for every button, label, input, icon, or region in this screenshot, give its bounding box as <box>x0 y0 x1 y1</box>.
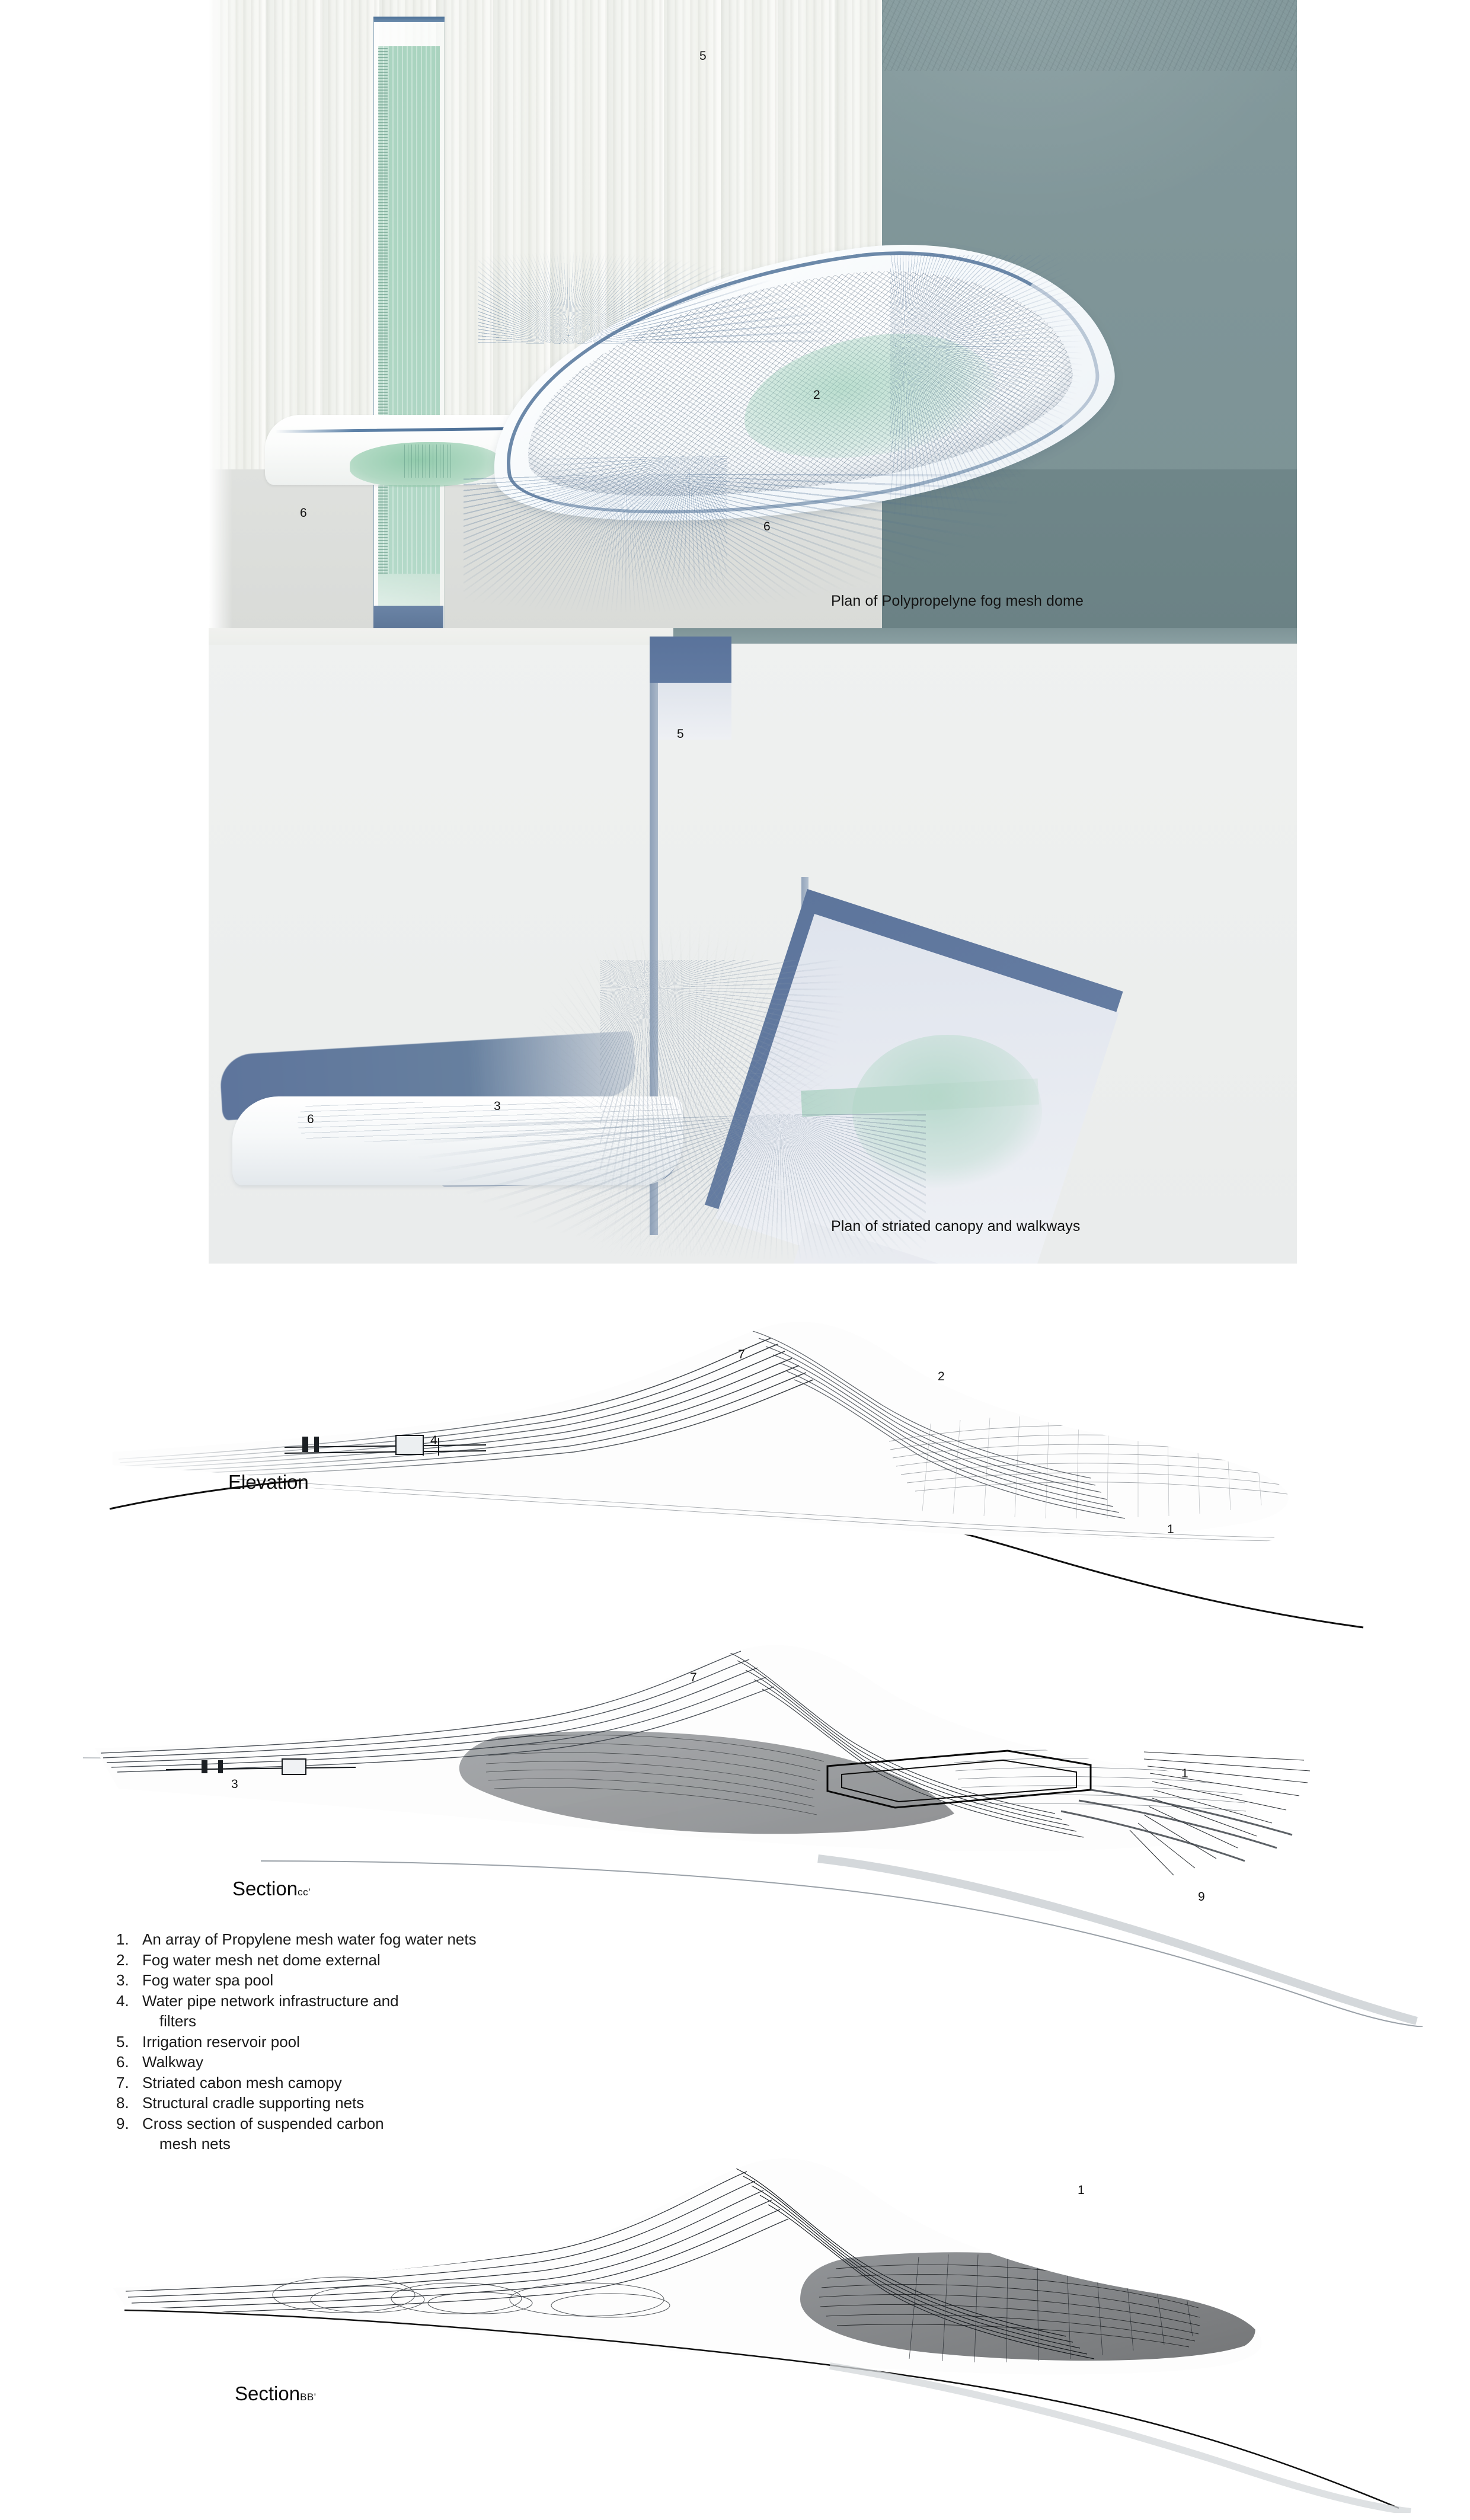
legend-text: Structural cradle supporting nets <box>142 2094 365 2112</box>
legend-text: Water pipe network infrastructure and fi… <box>142 1991 399 2030</box>
legend-text: An array of Propylene mesh water fog wat… <box>142 1930 477 1948</box>
legend-number: 2. <box>116 1950 129 1969</box>
callout-5: 5 <box>677 727 684 741</box>
section-cc-label-suffix: cc' <box>298 1886 311 1898</box>
callout-5: 5 <box>699 49 707 63</box>
reservoir-mast-panel <box>658 683 731 740</box>
reservoir-tower-base <box>373 606 443 629</box>
legend-text: Cross section of suspended carbon mesh n… <box>142 2114 384 2153</box>
callout-2: 2 <box>938 1370 945 1383</box>
list-item: 9. Cross section of suspended carbon mesh… <box>116 2113 484 2154</box>
legend-list: 1. An array of Propylene mesh water fog w… <box>116 1929 484 2154</box>
callout-4: 4 <box>430 1434 437 1447</box>
legend-number: 8. <box>116 2094 129 2112</box>
callout-1: 1 <box>1078 2183 1085 2197</box>
list-item: 7. Striated cabon mesh camopy <box>116 2073 484 2093</box>
reservoir-hatch-texture <box>378 46 388 574</box>
list-item: 2. Fog water mesh net dome external <box>116 1950 484 1971</box>
section-bb-label-text: Section <box>235 2383 301 2404</box>
dome-striation-fan-right <box>890 255 1127 516</box>
section-bb-label: SectionBB' <box>235 2383 317 2405</box>
legend-number: 6. <box>116 2053 129 2071</box>
list-item: 1. An array of Propylene mesh water fog w… <box>116 1929 484 1950</box>
pool-hatch-texture <box>404 444 454 478</box>
callout-2: 2 <box>813 388 820 402</box>
callout-6: 6 <box>300 506 307 520</box>
callout-3: 3 <box>231 1777 238 1791</box>
elevation-label: Elevation <box>228 1471 309 1494</box>
section-cc-label: Sectioncc' <box>232 1878 311 1900</box>
elevation-drawing <box>109 1322 1364 1629</box>
reservoir-tower-cap <box>373 17 445 22</box>
legend-number: 1. <box>116 1930 129 1948</box>
legend-key: 1. An array of Propylene mesh water fog w… <box>116 1929 484 2154</box>
list-item: 8. Structural cradle supporting nets <box>116 2093 484 2113</box>
top-strip-left <box>209 628 673 645</box>
legend-number: 9. <box>116 2114 129 2132</box>
dome-striation-swirl <box>478 456 727 628</box>
callout-3: 3 <box>494 1099 501 1113</box>
callout-6: 6 <box>307 1112 314 1126</box>
legend-text: Fog water spa pool <box>142 1971 274 1989</box>
legend-number: 3. <box>116 1971 129 1989</box>
list-item: 3. Fog water spa pool <box>116 1970 484 1991</box>
list-item: 5. Irrigation reservoir pool <box>116 2032 484 2052</box>
plan-striated-canopy-panel <box>209 628 1297 1264</box>
legend-number: 7. <box>116 2073 129 2092</box>
elevation-label-text: Elevation <box>228 1471 309 1493</box>
panel-1-caption: Plan of Polypropelyne fog mesh dome <box>831 593 1084 609</box>
legend-number: 4. <box>116 1991 129 2010</box>
section-cc-label-text: Section <box>232 1878 298 1899</box>
callout-6: 6 <box>763 520 771 533</box>
ground-band-right <box>882 469 1297 629</box>
legend-text: Walkway <box>142 2053 204 2071</box>
left-edge-fade <box>209 0 232 629</box>
section-bb-label-suffix: BB' <box>300 2391 317 2403</box>
dome-striation-fan-bottom <box>464 474 1044 628</box>
legend-number: 5. <box>116 2032 129 2051</box>
list-item: 4. Water pipe network infrastructure and … <box>116 1991 484 2032</box>
canopy-striation-fan-upper <box>600 960 849 1239</box>
plan-fog-mesh-dome-panel <box>209 0 1297 629</box>
callout-1: 1 <box>1181 1767 1188 1780</box>
callout-7: 7 <box>690 1671 697 1684</box>
legend-text: Irrigation reservoir pool <box>142 2032 300 2051</box>
panel-2-caption: Plan of striated canopy and walkways <box>831 1218 1081 1235</box>
callout-1: 1 <box>1167 1523 1174 1536</box>
section-cc-drawing <box>83 1645 1423 2027</box>
dome-striation-fan-top <box>478 225 929 344</box>
list-item: 6. Walkway <box>116 2052 484 2073</box>
callout-9: 9 <box>1198 1890 1205 1904</box>
legend-text: Fog water mesh net dome external <box>142 1950 381 1969</box>
legend-text: Striated cabon mesh camopy <box>142 2073 342 2092</box>
reservoir-mast-head <box>650 637 731 683</box>
top-strip-teal <box>673 628 1297 644</box>
callout-7: 7 <box>738 1348 745 1361</box>
section-bb-drawing <box>113 2158 1411 2513</box>
